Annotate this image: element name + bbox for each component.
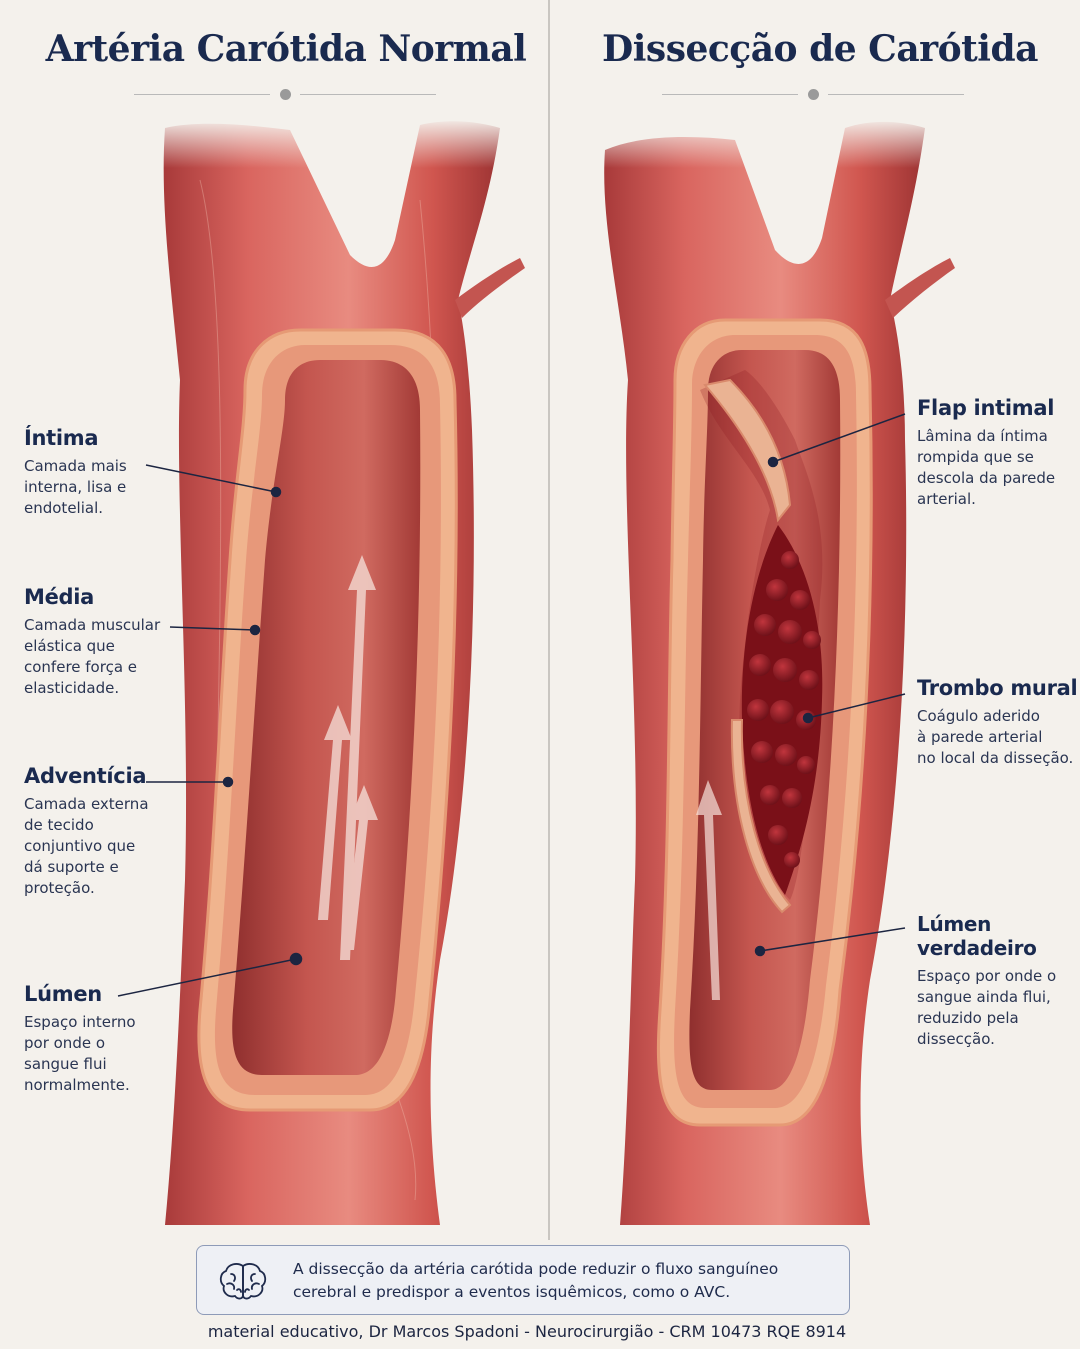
title-normal-artery: Artéria Carótida Normal bbox=[45, 28, 527, 70]
title-divider-right-a bbox=[662, 94, 798, 95]
callout-lumen-verdadeiro: Lúmen verdadeiro Espaço por onde o sangu… bbox=[917, 912, 1080, 1050]
title-divider-left-a bbox=[134, 94, 270, 95]
title-dissection: Dissecção de Carótida bbox=[602, 28, 1038, 70]
callout-title: Média bbox=[24, 585, 95, 609]
callout-trombo-mural: Trombo mural Coágulo aderido à parede ar… bbox=[917, 676, 1078, 769]
callout-lumen: Lúmen Espaço interno por onde o sangue f… bbox=[24, 982, 136, 1096]
title-divider-right-b bbox=[828, 94, 964, 95]
callout-flap-intimal: Flap intimal Lâmina da íntima rompida qu… bbox=[917, 396, 1055, 510]
title-divider-dot-left bbox=[280, 89, 291, 100]
callout-adventicia: Adventícia Camada externa de tecido conj… bbox=[24, 764, 149, 899]
callout-text: Camada externa de tecido conjuntivo que … bbox=[24, 795, 149, 897]
callout-title: Adventícia bbox=[24, 764, 147, 788]
brain-icon bbox=[217, 1260, 269, 1306]
normal-artery bbox=[150, 118, 525, 1225]
title-divider-dot-right bbox=[808, 89, 819, 100]
callout-title: Flap intimal bbox=[917, 396, 1055, 420]
dissected-artery bbox=[595, 118, 965, 1226]
title-divider-left-b bbox=[300, 94, 436, 95]
callout-title: Íntima bbox=[24, 426, 99, 450]
center-divider bbox=[548, 0, 550, 1240]
callout-title: Trombo mural bbox=[917, 676, 1078, 700]
callout-intima: Íntima Camada mais interna, lisa e endot… bbox=[24, 426, 127, 519]
thrombus bbox=[741, 525, 823, 895]
callout-text: Espaço por onde o sangue ainda flui, red… bbox=[917, 967, 1057, 1048]
callout-text: Lâmina da íntima rompida que se descola … bbox=[917, 427, 1056, 508]
callout-text: Camada mais interna, lisa e endotelial. bbox=[24, 457, 127, 517]
callout-media: Média Camada muscular elástica que confe… bbox=[24, 585, 160, 699]
callout-text: Espaço interno por onde o sangue flui no… bbox=[24, 1013, 136, 1094]
callout-text: Coágulo aderido à parede arterial no loc… bbox=[917, 707, 1074, 767]
callout-title: Lúmen bbox=[24, 982, 102, 1006]
callout-text: Camada muscular elástica que confere for… bbox=[24, 616, 161, 697]
footer-credit: material educativo, Dr Marcos Spadoni - … bbox=[207, 1322, 847, 1341]
callout-title: Lúmen verdadeiro bbox=[917, 912, 1037, 960]
artery-illustrations bbox=[117, 118, 965, 1226]
info-note-box: A dissecção da artéria carótida pode red… bbox=[196, 1245, 850, 1315]
note-text: A dissecção da artéria carótida pode red… bbox=[293, 1260, 779, 1301]
